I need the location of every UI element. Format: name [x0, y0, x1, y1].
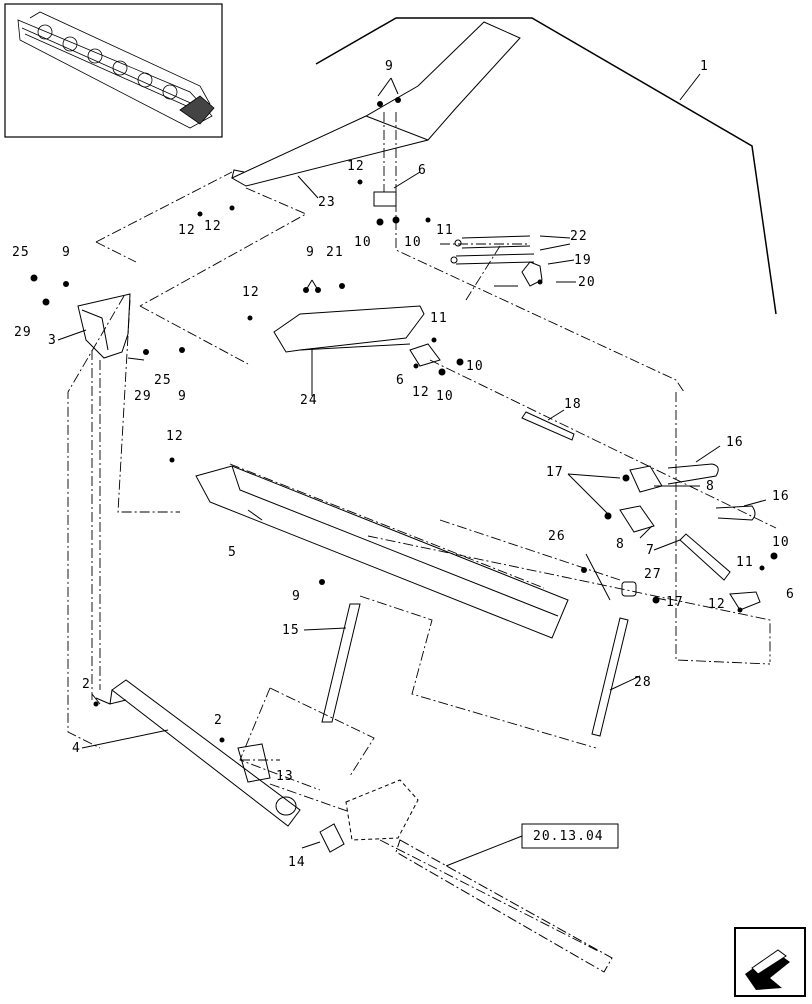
part-6-bracket-top [373, 191, 397, 207]
callout-17: 17 [546, 465, 564, 480]
part-16-ubolt-top [667, 463, 719, 485]
callout-6: 6 [396, 373, 405, 388]
part-22-rod-a [461, 235, 531, 249]
callout-27: 27 [644, 567, 662, 582]
callout-28: 28 [634, 675, 652, 690]
callout-9: 9 [306, 245, 315, 260]
part-8-plate-b [619, 505, 655, 533]
callout-10: 10 [404, 235, 422, 250]
part-27-bushing [621, 581, 637, 597]
part-16-ubolt-right [715, 505, 756, 521]
construction-lines [67, 112, 777, 953]
callout-6: 6 [418, 163, 427, 178]
part-13-bracket [237, 743, 271, 783]
callout-25: 25 [12, 245, 30, 260]
callout-29: 29 [14, 325, 32, 340]
callout-22: 22 [570, 229, 588, 244]
callout-12: 12 [204, 219, 222, 234]
callout-12: 12 [166, 429, 184, 444]
callout-10: 10 [772, 535, 790, 550]
callout-29: 29 [134, 389, 152, 404]
callout-12: 12 [242, 285, 260, 300]
part-28-tube [591, 617, 629, 737]
callout-13: 13 [276, 769, 294, 784]
callout-24: 24 [300, 393, 318, 408]
callout-2: 2 [214, 713, 223, 728]
nav-arrow-icon[interactable] [734, 927, 806, 997]
callout-23: 23 [318, 195, 336, 210]
part-15-tube [321, 603, 361, 723]
callout-12: 12 [178, 223, 196, 238]
callout-5: 5 [228, 545, 237, 560]
callout-14: 14 [288, 855, 306, 870]
callout-7: 7 [646, 543, 655, 558]
callout-15: 15 [282, 623, 300, 638]
callout-2: 2 [82, 677, 91, 692]
callout-16: 16 [726, 435, 744, 450]
item-1-bracket [315, 17, 777, 315]
callout-11: 11 [436, 223, 454, 238]
part-4-arm [109, 679, 301, 827]
callout-19: 19 [574, 253, 592, 268]
combine-header-thumbnail [17, 11, 215, 129]
callout-9: 9 [62, 245, 71, 260]
callout-3: 3 [48, 333, 57, 348]
callout-10: 10 [354, 235, 372, 250]
leader-lines [57, 77, 767, 849]
callout-12: 12 [347, 159, 365, 174]
callout-16: 16 [772, 489, 790, 504]
fasteners [30, 97, 778, 743]
leader-1 [679, 73, 701, 101]
callout-11: 11 [430, 311, 448, 326]
callout-9: 9 [292, 589, 301, 604]
callout-8: 8 [616, 537, 625, 552]
callout-21: 21 [326, 245, 344, 260]
callout-25: 25 [154, 373, 172, 388]
part-3-plate [77, 293, 131, 359]
part-7-tube [679, 533, 731, 581]
part-23-arm [230, 21, 521, 187]
reference-box [521, 823, 619, 849]
part-5-beam [195, 465, 569, 639]
callout-9: 9 [385, 59, 394, 74]
reference-20-13-04[interactable]: 20.13.04 [533, 829, 604, 844]
callout-10: 10 [436, 389, 454, 404]
callout-6: 6 [786, 587, 795, 602]
callout-10: 10 [466, 359, 484, 374]
callout-9: 9 [178, 389, 187, 404]
part-22-rod-b [455, 253, 535, 265]
callout-18: 18 [564, 397, 582, 412]
drive-shaft [395, 839, 613, 973]
callout-11: 11 [736, 555, 754, 570]
callout-12: 12 [708, 597, 726, 612]
part-6-bracket-mid [409, 343, 441, 367]
callout-12: 12 [412, 385, 430, 400]
part-14-collar [319, 823, 345, 853]
callout-8: 8 [706, 479, 715, 494]
part-6-bracket-right [729, 591, 761, 611]
callout-26: 26 [548, 529, 566, 544]
callout-20: 20 [578, 275, 596, 290]
thumbnail-frame [4, 3, 223, 138]
part-24-plate [273, 305, 425, 353]
callout-1: 1 [700, 59, 709, 74]
callout-17: 17 [666, 595, 684, 610]
callout-4: 4 [72, 741, 81, 756]
part-18-pin [521, 411, 575, 441]
part-19-clip [521, 261, 543, 287]
assembly-block [345, 779, 419, 841]
